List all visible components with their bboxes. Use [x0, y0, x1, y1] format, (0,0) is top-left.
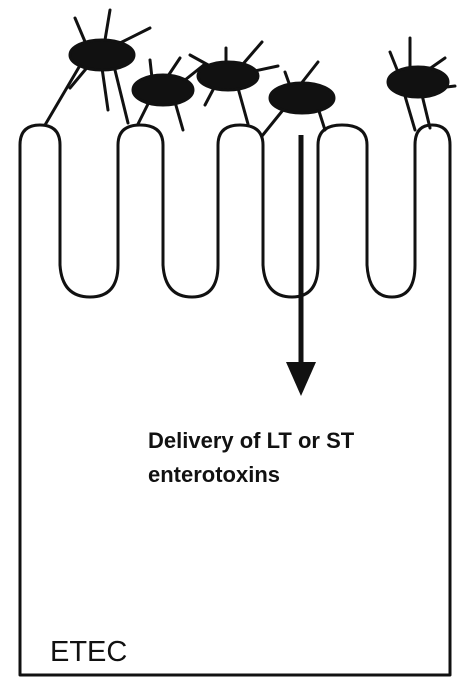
epithelium-outline	[20, 125, 450, 675]
bacterium-3	[190, 42, 278, 124]
bacterium-4	[262, 62, 334, 136]
delivery-label-line2: enterotoxins	[148, 462, 280, 487]
delivery-label-line1: Delivery of LT or ST	[148, 428, 355, 453]
delivery-arrow	[286, 135, 316, 396]
etec-label: ETEC	[50, 636, 127, 668]
bacterium-1	[45, 10, 150, 125]
bacterium-2	[133, 58, 205, 130]
bacterium-5	[388, 38, 455, 130]
